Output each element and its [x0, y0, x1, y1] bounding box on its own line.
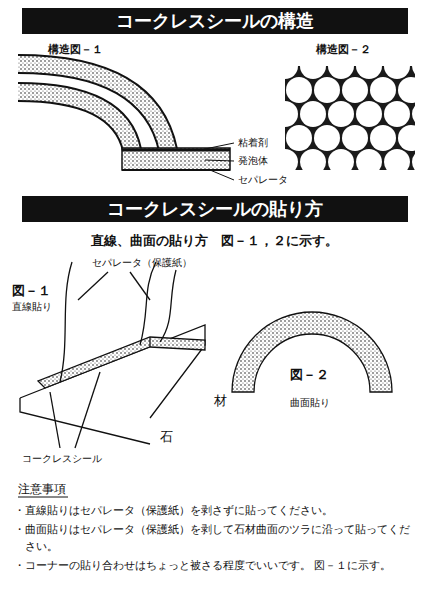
band-title: コークレスシールの構造 [116, 9, 314, 33]
foam-cell [328, 101, 354, 127]
figure-caption: 直線貼り [12, 300, 52, 314]
foam-cell [384, 101, 410, 127]
foam-cell [328, 66, 354, 79]
note: ・直線貼りはセパレータ（保護紙）を剥さずに貼ってください。 [14, 502, 419, 519]
foam-cell [356, 149, 382, 170]
foam-cell [412, 101, 415, 127]
part-name: セパレータ（保護紙） [92, 256, 192, 270]
foam-cell [342, 125, 368, 151]
figure-caption: 曲面貼り [290, 396, 330, 410]
foam-cell [356, 66, 382, 79]
notes-heading: 注意事項 [18, 481, 66, 498]
note: ・曲面貼りはセパレータ（保護紙）を剥して石材曲面のツラに沿って貼ってください。 [14, 521, 419, 555]
part-name: 発泡体 [238, 154, 268, 168]
underline [18, 497, 68, 498]
foam-cell [300, 149, 326, 170]
foam-cell [300, 66, 326, 79]
foam-cell [286, 125, 312, 151]
foam-cell [398, 77, 415, 103]
foam-cell [384, 66, 410, 79]
foam-cell [328, 149, 354, 170]
figure-number: 図－２ [290, 366, 329, 384]
foam-cell [286, 77, 312, 103]
foam-cell [370, 125, 396, 151]
title-band: コークレスシールの貼り方 [22, 196, 408, 222]
part-name: 材 [214, 392, 227, 410]
foam-cell [398, 125, 415, 151]
foam-cell [384, 149, 410, 170]
band-title: コークレスシールの貼り方 [107, 197, 323, 221]
part-name: コークレスシール [22, 452, 102, 466]
foam-cell [370, 77, 396, 103]
foam-cell [412, 149, 415, 170]
foam-cell [314, 125, 340, 151]
foam-cell [412, 66, 415, 79]
foam-cell [285, 66, 298, 79]
figure-number: 図－１ [12, 282, 51, 300]
curved-seal [232, 312, 392, 392]
seal-roll [18, 64, 234, 180]
part-name: セパレータ [238, 173, 288, 187]
foam-cell [300, 101, 326, 127]
note: ・コーナーの貼り合わせはちょっと被さる程度でいいです。 図－１に示す。 [14, 557, 419, 574]
part-name: 粘着剤 [238, 136, 268, 150]
foam-cell [285, 101, 298, 127]
part-name: 石 [160, 428, 173, 446]
figure-caption: 構造図－２ [316, 42, 371, 57]
foam-cell [356, 101, 382, 127]
foam-cell [314, 77, 340, 103]
foam-cell [342, 77, 368, 103]
subtitle: 直線、曲面の貼り方 図－１，２に示す。 [0, 232, 429, 249]
title-band: コークレスシールの構造 [22, 8, 408, 34]
figure-caption: 構造図－１ [48, 42, 103, 57]
foam-cell [285, 149, 298, 170]
